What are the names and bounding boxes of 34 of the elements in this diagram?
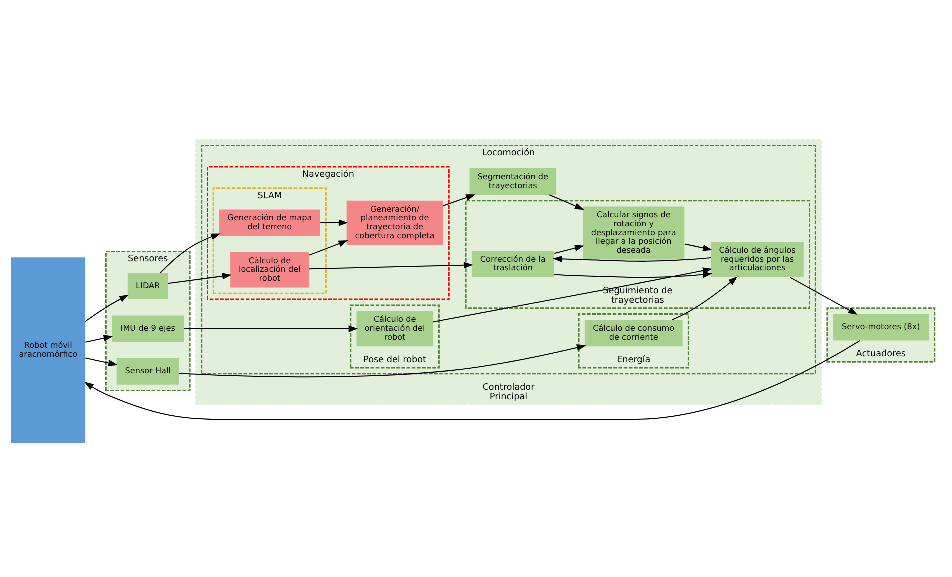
- node-box: Servo-motores (8x): [833, 314, 929, 341]
- arrow: [554, 245, 584, 254]
- node-box: LIDAR: [128, 273, 168, 300]
- arrow: [554, 272, 713, 278]
- arrow: [85, 294, 130, 322]
- arrow: [672, 276, 738, 321]
- node-box: Cálculo de ángulos requeridos por las articulaciones: [711, 242, 804, 278]
- arrow: [790, 277, 858, 315]
- node-box: Segmentación de trayectorias: [470, 168, 557, 196]
- node-box: Robot móvil aracnomórfico: [11, 258, 86, 444]
- arrow: [310, 262, 474, 270]
- arrow: [184, 326, 358, 332]
- arrow: [309, 240, 348, 256]
- arrow: [168, 273, 232, 284]
- arrow: [552, 256, 712, 263]
- node-box: Cálculo de orientación del robot: [356, 311, 434, 347]
- arrow: [433, 268, 713, 323]
- node-box: Generación de mapa del terreno: [220, 210, 320, 236]
- node-box: Cálculo de localización del robot: [230, 252, 310, 288]
- arrow: [86, 358, 118, 367]
- arrow: [549, 194, 584, 210]
- node-box: Cálculo de consumo de corriente: [584, 320, 683, 347]
- arrow: [684, 244, 713, 252]
- arrow: [320, 220, 348, 226]
- arrow: [84, 340, 860, 420]
- arrow: [443, 194, 476, 206]
- node-box: Calcular signos de rotación y desplazamiento para llegar a la posición deseada: [583, 206, 685, 260]
- node-box: Generación/ planeamiento de trayectoria de cobertura completa: [346, 200, 444, 246]
- arrow: [160, 234, 221, 274]
- arrow: [179, 344, 586, 378]
- node-box: IMU de 9 ejes: [112, 316, 184, 342]
- node-box: Sensor Hall: [116, 358, 180, 385]
- node-box: Corrección de la traslación: [472, 250, 554, 278]
- arrow: [86, 335, 114, 343]
